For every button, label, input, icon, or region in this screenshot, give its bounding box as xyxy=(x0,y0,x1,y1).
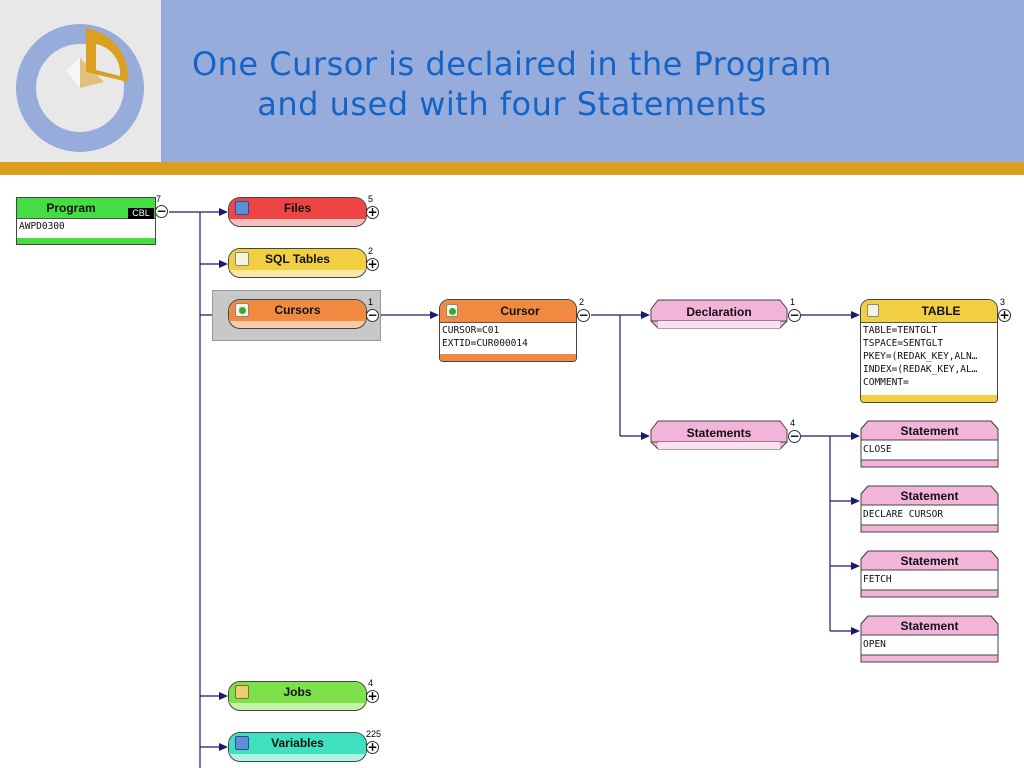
jobs-band xyxy=(229,682,366,703)
slide-header xyxy=(0,0,1024,162)
cursor-count: 2 xyxy=(579,297,585,307)
variables-count: 225 xyxy=(366,729,382,739)
sql-tables-count: 2 xyxy=(368,246,374,256)
statement-node[interactable]: Statement DECLARE CURSOR xyxy=(860,485,999,533)
sql-tables-node[interactable]: SQL Tables xyxy=(228,248,367,278)
statement-label: Statement xyxy=(900,619,959,633)
cursors-node[interactable]: Cursors xyxy=(228,299,367,329)
statement-node[interactable]: Statement FETCH xyxy=(860,550,999,598)
cursor-arrow-icon xyxy=(446,304,458,317)
statement-label: Statement xyxy=(900,554,959,568)
variables-expand-toggle[interactable]: + xyxy=(366,740,379,754)
declaration-label: Declaration xyxy=(686,305,752,319)
statement-shape xyxy=(860,485,999,533)
cursor-header: Cursor xyxy=(440,300,576,323)
cursors-label: Cursors xyxy=(274,303,321,317)
cursor-footer xyxy=(440,354,576,361)
cbl-tag: CBL xyxy=(128,208,154,219)
jobs-expand-toggle[interactable]: + xyxy=(366,689,379,703)
table-prop-line: TSPACE=SENTGLT xyxy=(863,338,944,349)
declaration-shape xyxy=(650,299,788,329)
slide-title: One Cursor is declaired in the Program a… xyxy=(162,44,862,124)
table-prop-line: INDEX=(REDAK_KEY,AL… xyxy=(863,364,978,375)
statement-label: Statement xyxy=(900,424,959,438)
program-count: 7 xyxy=(156,194,162,204)
pie-logo-icon xyxy=(16,24,144,152)
files-count: 5 xyxy=(368,194,374,204)
files-expand-toggle[interactable]: + xyxy=(366,205,379,219)
header-stripe xyxy=(0,162,1024,175)
cursor-collapse-toggle[interactable]: − xyxy=(577,308,590,322)
program-footer xyxy=(17,238,155,244)
jobs-icon xyxy=(235,685,249,699)
statements-collapse-toggle[interactable]: − xyxy=(788,429,801,443)
program-value: AWPD0300 xyxy=(19,221,65,232)
cursor-label: Cursor xyxy=(500,304,540,318)
table-label: TABLE xyxy=(921,304,961,318)
cursor-properties: CURSOR=C01 EXTID=CUR000014 xyxy=(440,323,576,351)
table-footer xyxy=(861,395,997,402)
statement-value: FETCH xyxy=(863,574,892,585)
program-collapse-toggle[interactable]: − xyxy=(155,204,168,218)
table-properties: TABLE=TENTGLT TSPACE=SENTGLT PKEY=(REDAK… xyxy=(861,323,997,390)
database-icon xyxy=(867,304,879,317)
statement-node[interactable]: Statement OPEN xyxy=(860,615,999,663)
statement-shape xyxy=(860,420,999,468)
table-node[interactable]: TABLE TABLE=TENTGLT TSPACE=SENTGLT PKEY=… xyxy=(860,299,998,403)
jobs-label: Jobs xyxy=(283,685,312,699)
title-line-2: and used with four Statements xyxy=(257,85,767,123)
jobs-node[interactable]: Jobs xyxy=(228,681,367,711)
floppy-icon xyxy=(235,201,249,215)
table-prop-line: COMMENT= xyxy=(863,377,909,388)
cursor-arrow-icon xyxy=(235,303,249,317)
sql-tables-band xyxy=(229,249,366,270)
variables-band xyxy=(229,733,366,754)
title-line-1: One Cursor is declaired in the Program xyxy=(191,45,833,83)
program-header: Program xyxy=(17,198,155,219)
statement-value: CLOSE xyxy=(863,444,892,455)
statement-shape xyxy=(860,615,999,663)
declaration-count: 1 xyxy=(790,297,796,307)
files-node[interactable]: Files xyxy=(228,197,367,227)
logo-panel xyxy=(0,0,161,162)
database-icon xyxy=(235,252,249,266)
statement-value: OPEN xyxy=(863,639,886,650)
variables-node[interactable]: Variables xyxy=(228,732,367,762)
cursor-node[interactable]: Cursor CURSOR=C01 EXTID=CUR000014 xyxy=(439,299,577,362)
statement-shape xyxy=(860,550,999,598)
table-count: 3 xyxy=(1000,297,1006,307)
statements-node[interactable]: Statements xyxy=(650,420,788,450)
program-label: Program xyxy=(46,201,96,215)
variables-label: Variables xyxy=(271,736,324,750)
statements-label: Statements xyxy=(686,426,752,440)
jobs-count: 4 xyxy=(368,678,374,688)
table-expand-toggle[interactable]: + xyxy=(998,308,1011,322)
cursors-collapse-toggle[interactable]: − xyxy=(366,308,379,322)
program-node[interactable]: Program AWPD0300 xyxy=(16,197,156,245)
table-prop-line: TABLE=TENTGLT xyxy=(863,325,938,336)
variables-icon xyxy=(235,736,249,750)
declaration-node[interactable]: Declaration xyxy=(650,299,788,329)
declaration-collapse-toggle[interactable]: − xyxy=(788,308,801,322)
statement-label: Statement xyxy=(900,489,959,503)
statement-value: DECLARE CURSOR xyxy=(863,509,944,520)
cursor-prop-line: CURSOR=C01 xyxy=(442,325,500,336)
statements-shape xyxy=(650,420,788,450)
statement-node[interactable]: Statement CLOSE xyxy=(860,420,999,468)
files-label: Files xyxy=(283,201,312,215)
table-prop-line: PKEY=(REDAK_KEY,ALN… xyxy=(863,351,978,362)
cursors-band xyxy=(229,300,366,321)
cursors-count: 1 xyxy=(368,297,374,307)
files-band xyxy=(229,198,366,219)
sql-tables-label: SQL Tables xyxy=(265,252,330,266)
sql-tables-expand-toggle[interactable]: + xyxy=(366,257,379,271)
table-header: TABLE xyxy=(861,300,997,323)
statements-count: 4 xyxy=(790,418,796,428)
cursor-prop-line: EXTID=CUR000014 xyxy=(442,338,528,349)
